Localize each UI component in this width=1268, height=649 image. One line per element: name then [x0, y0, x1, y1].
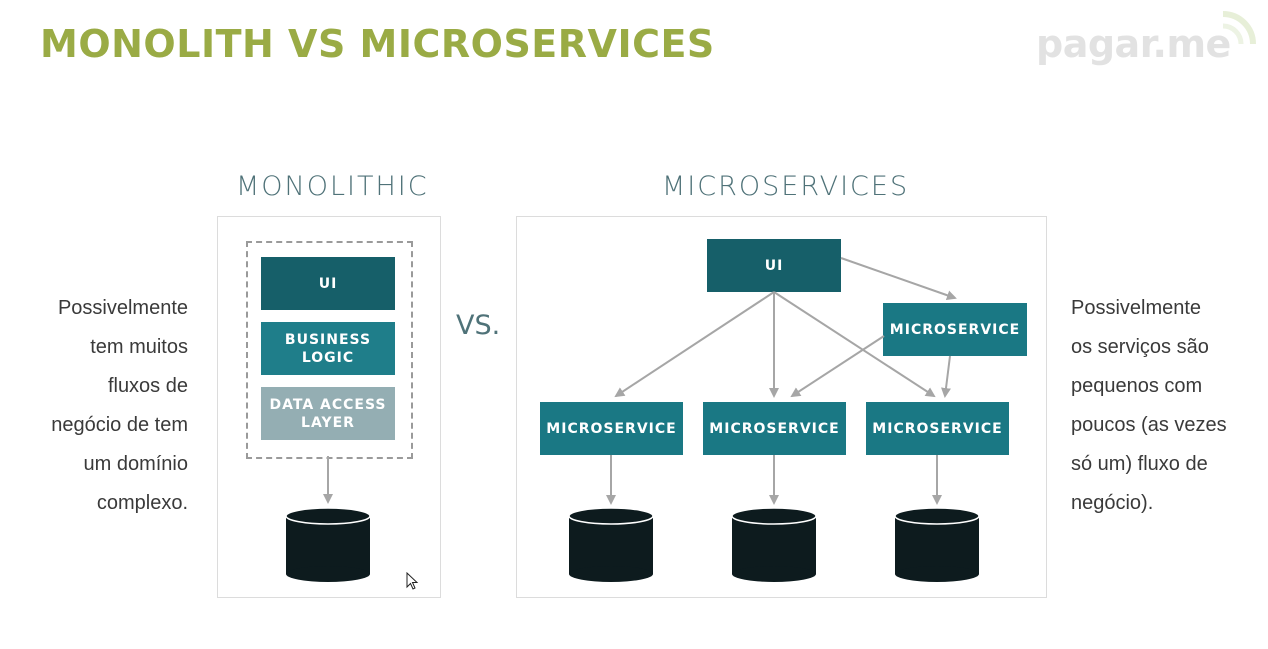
monolithic-heading: MONOLITHIC [236, 171, 429, 202]
monolith-data-access-layer: DATA ACCESS LAYER [261, 387, 395, 440]
left-description-line: fluxos de [107, 375, 188, 397]
left-description-line: um domínio [83, 453, 189, 475]
left-description-line: negócio de tem [51, 414, 188, 436]
monolith-boundary [246, 241, 413, 459]
vs-label: VS. [456, 310, 501, 341]
monolith-ui-layer: UI [261, 257, 395, 310]
right-description-line: poucos (as vezes [1071, 414, 1227, 436]
mouse-cursor-icon [406, 572, 419, 590]
pagar-me-logo: pagar.me [1036, 22, 1231, 66]
microservices-heading: MICROSERVICES [662, 171, 910, 202]
right-description-line: Possivelmente [1071, 297, 1202, 319]
left-description-line: Possivelmente [57, 297, 188, 319]
right-description-line: os serviços são [1071, 336, 1209, 358]
right-description-line: negócio). [1071, 492, 1154, 514]
microservice-box-center: MICROSERVICE [703, 402, 846, 455]
left-description-line: complexo. [96, 492, 188, 514]
right-description-line: pequenos com [1071, 375, 1203, 397]
microservices-ui-box: UI [707, 239, 841, 292]
left-description: Possivelmente tem muitos fluxos de negóc… [0, 289, 188, 523]
left-description-line: tem muitos [90, 336, 188, 358]
slide-title: MONOLITH VS MICROSERVICES [40, 22, 715, 66]
microservice-box-left: MICROSERVICE [540, 402, 683, 455]
microservice-box-upper: MICROSERVICE [883, 303, 1027, 356]
logo-signal-icon [1222, 11, 1256, 45]
right-description-line: só um) fluxo de [1071, 453, 1208, 475]
right-description: Possivelmente os serviços são pequenos c… [1071, 289, 1261, 523]
microservice-box-right: MICROSERVICE [866, 402, 1009, 455]
monolith-business-logic-layer: BUSINESS LOGIC [261, 322, 395, 375]
